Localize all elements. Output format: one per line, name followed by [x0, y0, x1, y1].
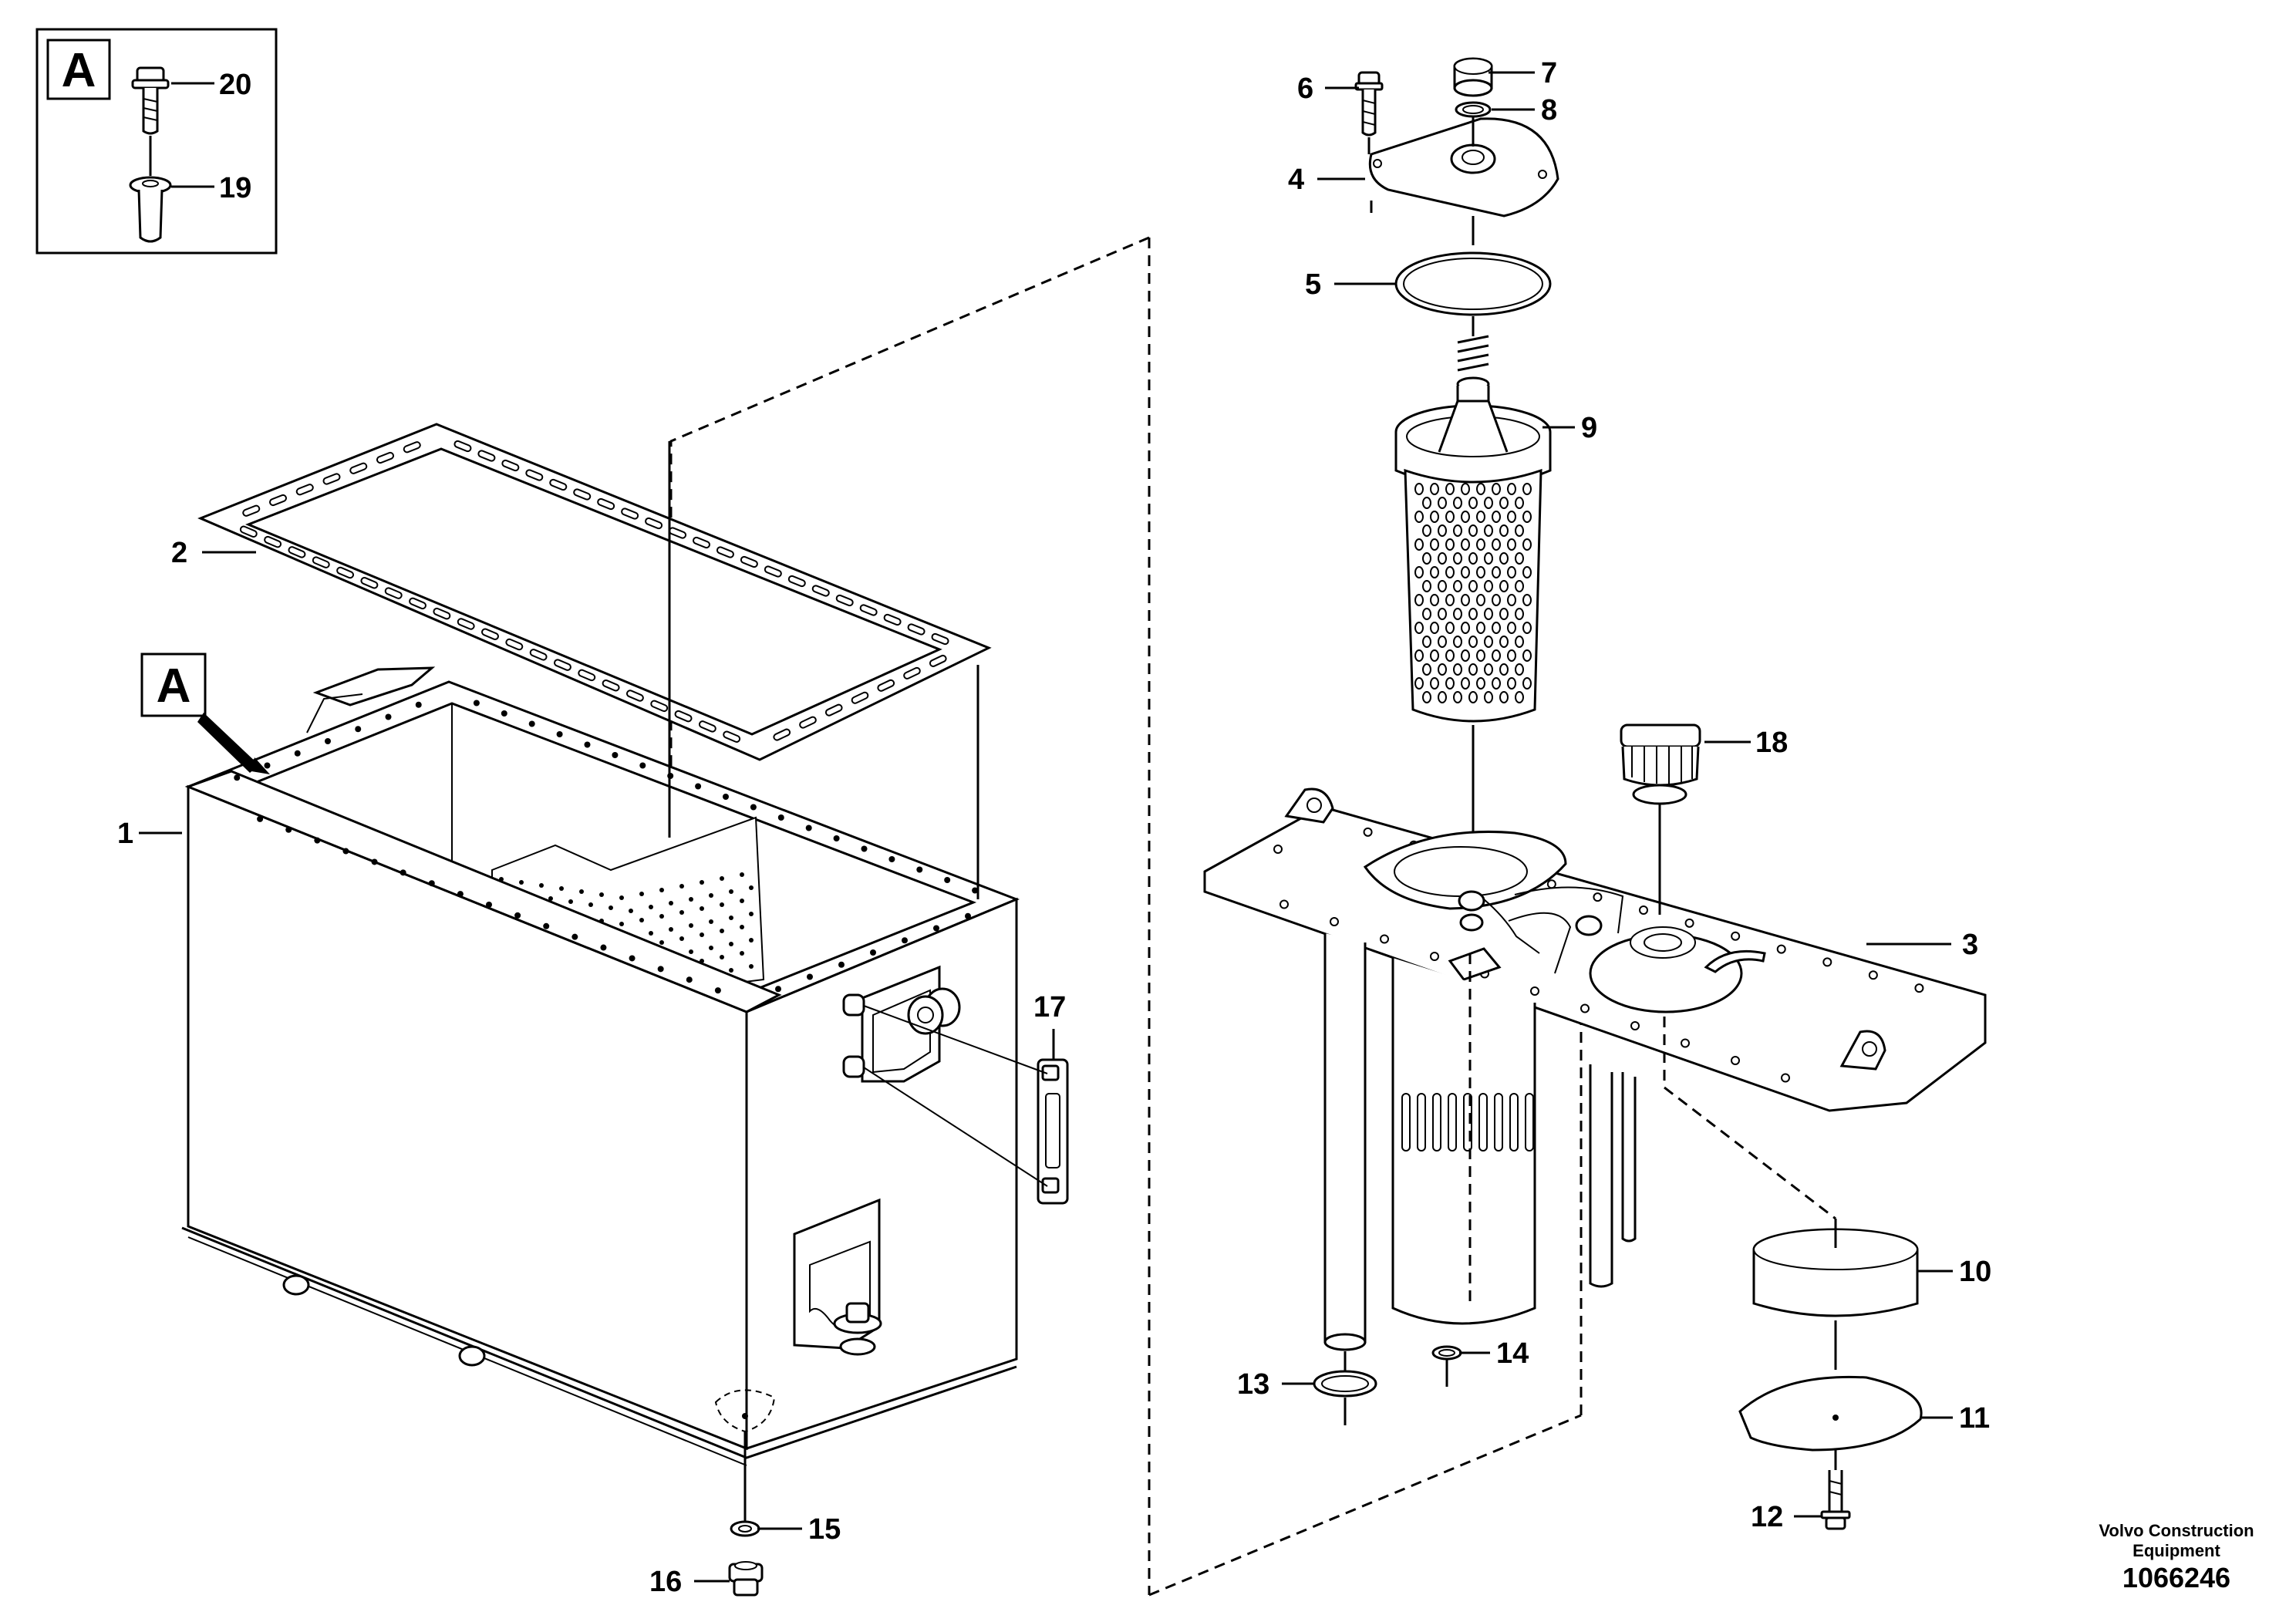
callout-5: 5 — [1305, 268, 1321, 301]
cap-part-7 — [1453, 57, 1493, 97]
o-ring-part-13 — [1313, 1351, 1377, 1425]
detail-view-a: A 20 19 — [35, 28, 278, 255]
callout-7: 7 — [1541, 57, 1557, 89]
o-ring-part-8 — [1455, 101, 1492, 118]
cover-filter-assembly — [1203, 57, 1987, 1530]
screw-part-6 — [1354, 71, 1384, 154]
callout-4: 4 — [1288, 164, 1304, 196]
callout-15: 15 — [808, 1513, 841, 1546]
o-ring-part-5 — [1394, 251, 1552, 316]
callout-labels: 1 2 3 4 5 6 7 8 9 10 11 12 13 14 15 16 1… — [117, 57, 1991, 1598]
tank-assembly: A — [140, 236, 1583, 1597]
strainer-part-10 — [1752, 1219, 1919, 1370]
callout-19: 19 — [219, 172, 251, 204]
filter-element-part-9 — [1394, 335, 1552, 858]
callout-11: 11 — [1959, 1402, 1990, 1435]
callout-leaders — [139, 71, 1953, 1583]
callout-10: 10 — [1959, 1256, 1991, 1288]
washer-part-15 — [730, 1520, 760, 1537]
view-a-marker-letter: A — [157, 659, 191, 713]
callout-14: 14 — [1496, 1337, 1529, 1370]
diffuser-tube — [1391, 953, 1536, 1325]
view-a-marker: A — [140, 653, 270, 774]
gasket-part-2 — [197, 423, 992, 761]
callout-2: 2 — [171, 537, 187, 569]
callout-6: 6 — [1297, 73, 1313, 105]
sleeve-part-19 — [129, 176, 172, 243]
tank-body-part-1 — [181, 666, 1020, 1466]
disc-part-11 — [1738, 1375, 1923, 1470]
brand-line-1: Volvo Construction — [2099, 1521, 2254, 1540]
o-ring-part-14 — [1431, 1345, 1462, 1387]
drawing-number: 1066246 — [2122, 1562, 2230, 1593]
brand-line-2: Equipment — [2132, 1541, 2220, 1560]
drawing-footer: Volvo Construction Equipment 1066246 — [2099, 1521, 2254, 1593]
callout-18: 18 — [1755, 727, 1788, 759]
callout-13: 13 — [1237, 1368, 1269, 1401]
cover-plate-part-4 — [1368, 117, 1559, 218]
callout-3: 3 — [1962, 929, 1978, 961]
bolt-part-20 — [131, 66, 170, 176]
callout-12: 12 — [1751, 1501, 1783, 1533]
callout-16: 16 — [649, 1566, 682, 1598]
sight-glass-part-17 — [863, 1005, 1069, 1205]
detail-view-a-letter: A — [62, 44, 96, 97]
callout-20: 20 — [219, 69, 251, 101]
screw-part-12 — [1820, 1470, 1851, 1530]
suction-tube — [1323, 933, 1637, 1351]
drain-plug-part-16 — [728, 1561, 764, 1597]
callout-9: 9 — [1581, 412, 1597, 444]
filler-cap-part-18 — [1620, 723, 1701, 915]
callout-17: 17 — [1033, 991, 1066, 1023]
callout-1: 1 — [117, 818, 133, 850]
callout-8: 8 — [1541, 94, 1557, 126]
cover-plate-part-3 — [1203, 787, 1987, 1112]
